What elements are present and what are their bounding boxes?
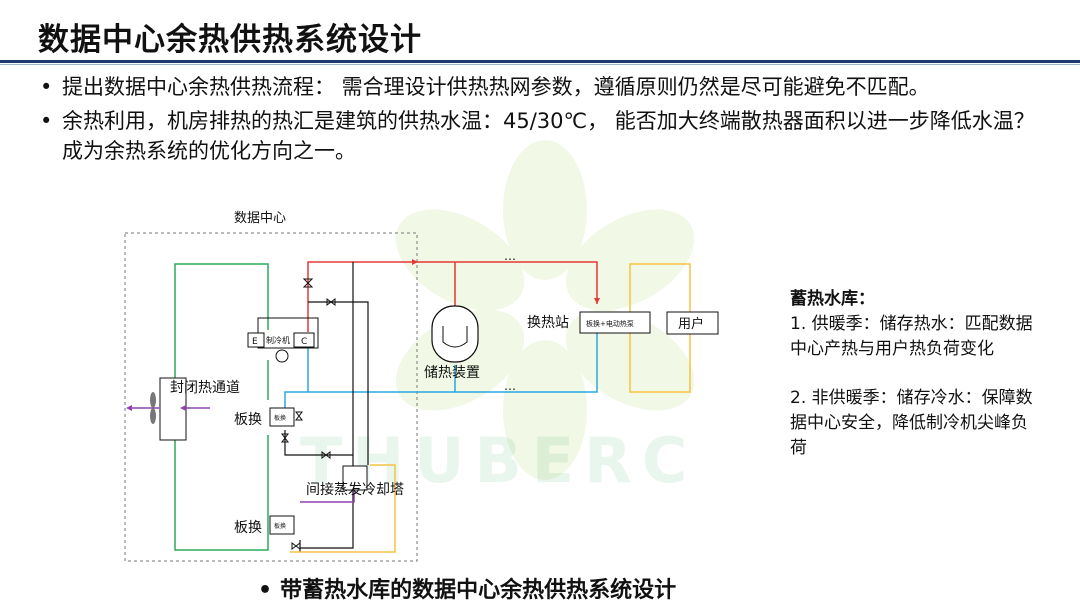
ellipsis-top: … (504, 249, 516, 263)
evaporator-label: E (252, 337, 258, 347)
closed-channel-box (159, 377, 187, 441)
plate-hx-box-1 (269, 407, 295, 427)
datacenter-label: 数据中心 (234, 211, 286, 226)
bullet-text: 余热利用，机房排热的热汇是建筑的供热水温：45/30℃， 能否加大终端散热器面积… (62, 109, 1035, 163)
side-heading: 蓄热水库： (790, 289, 875, 309)
bullet-item: • 余热利用，机房排热的热汇是建筑的供热水温：45/30℃， 能否加大终端散热器… (38, 106, 1048, 166)
bullet-dot: • (40, 109, 53, 133)
bullet-item: • 提出数据中心余热供热流程： 需合理设计供热热网参数，遵循原则仍然是尽可能避免… (38, 72, 1048, 102)
page-title: 数据中心余热供热系统设计 (38, 22, 422, 58)
datacenter-boundary (124, 232, 418, 562)
station-label: 换热站 (527, 314, 569, 331)
plate-hx-label-1: 板换 (234, 411, 262, 428)
plate-hx-label-2: 板换 (234, 519, 262, 536)
air-flow-arrows (126, 405, 186, 411)
caption-text: 带蓄热水库的数据中心余热供热系统设计 (280, 578, 677, 603)
user-box (666, 311, 719, 335)
user-loop (629, 263, 691, 393)
condenser-label: C (301, 337, 307, 347)
arrow-hot-down (594, 298, 600, 304)
station-box (579, 311, 651, 334)
title-rule (0, 60, 1080, 63)
bullet-list: • 提出数据中心余热供热流程： 需合理设计供热热网参数，遵循原则仍然是尽可能避免… (38, 72, 1048, 170)
storage-tank-icon (431, 305, 479, 363)
station-box-label: 板换+电动热泵 (586, 319, 634, 328)
green-loop (174, 263, 269, 551)
tower-feed (300, 490, 355, 503)
plate-hx-small-1: 板换 (274, 414, 286, 422)
bullet-dot: • (40, 75, 53, 99)
plate-hx-box-2 (269, 515, 295, 535)
closed-channel-label: 封闭热通道 (170, 380, 240, 396)
cooling-tower-icon (342, 465, 368, 491)
side-gap (790, 362, 1040, 386)
compressor-icon (275, 349, 289, 363)
caption-bullet: • (258, 578, 273, 603)
evaporator-box (247, 332, 265, 348)
tower-loop (290, 464, 396, 553)
tower-label: 间接蒸发冷却塔 (306, 481, 404, 498)
bullet-text: 提出数据中心余热供热流程： 需合理设计供热热网参数，遵循原则仍然是尽可能避免不匹… (62, 75, 930, 99)
chiller-label: 制冷机 (266, 335, 290, 345)
side-note-2: 2. 非供暖季：储存冷水：保障数据中心安全，降低制冷机尖峰负荷 (790, 388, 1033, 458)
side-notes: 蓄热水库： 1. 供暖季：储存热水：匹配数据中心产热与用户热负荷变化 2. 非供… (790, 287, 1040, 461)
valve-icons (281, 278, 336, 550)
title-rule-light (0, 64, 1080, 65)
caption: • 带蓄热水库的数据中心余热供热系统设计 (258, 572, 676, 604)
side-note-1: 1. 供暖季：储存热水：匹配数据中心产热与用户热负荷变化 (790, 314, 1033, 359)
ellipsis-mid: … (504, 379, 516, 393)
storage-label: 储热装置 (424, 365, 480, 381)
plate-hx-small-2: 板换 (274, 522, 286, 530)
arrow-hot (412, 259, 418, 265)
condenser-box (293, 332, 315, 348)
cold-return-pipe (284, 333, 598, 410)
fan-icon (150, 392, 156, 424)
storage-tank-inner (442, 326, 468, 348)
user-label: 用户 (678, 316, 704, 332)
